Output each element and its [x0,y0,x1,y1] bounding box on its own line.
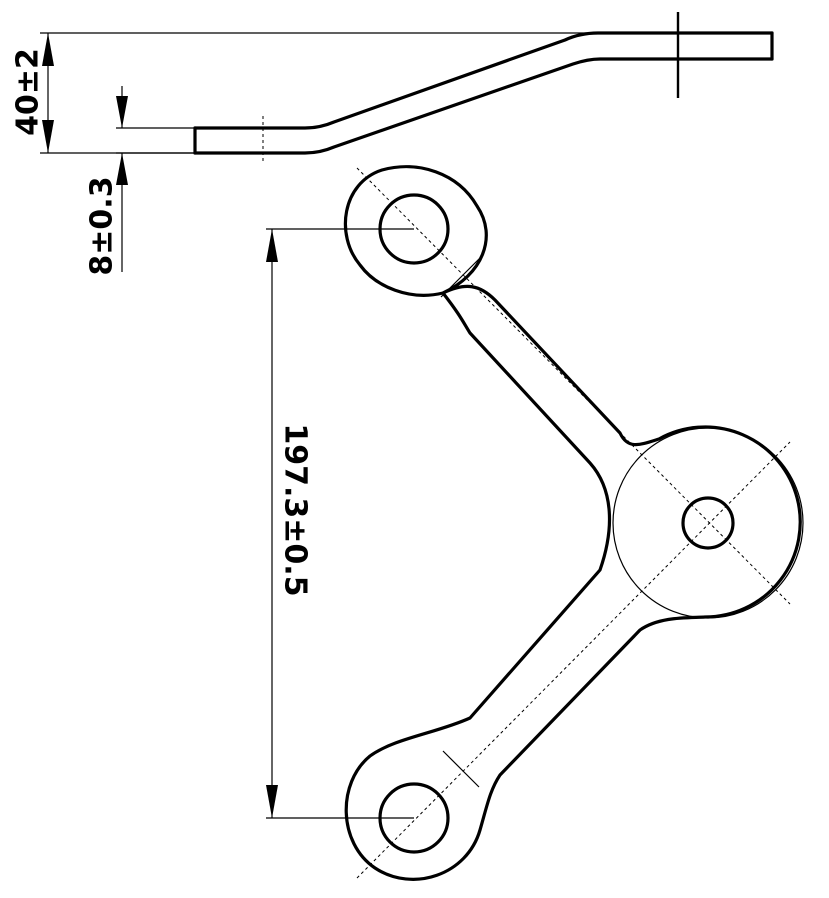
arrowhead-top [266,229,278,262]
side-view-plate-top-edge [193,31,774,130]
arrowhead-bottom [42,120,54,153]
centerline-lower-arm [356,441,791,879]
side-view [193,12,774,162]
plan-view-hole-center [681,496,735,550]
plan-view-outline [343,165,802,881]
centerline-upper-arm [356,167,791,605]
dimension-hole-spacing: 197.3±0.5 [266,228,414,819]
dimension-label-hole-spacing: 197.3±0.5 [278,423,313,596]
dimension-offset-height: 40±2 [11,32,598,154]
plan-view [343,165,804,881]
arm-section-tick-lower [442,750,480,788]
plan-view-boss-circle [612,427,804,619]
arrowhead-bottom [266,785,278,818]
arrowhead-top [116,96,128,128]
dimension-label-offset-height: 40±2 [11,48,46,136]
side-view-plate-bottom-edge [193,57,774,155]
arrowhead-top [42,33,54,66]
arrowhead-bottom [116,153,128,185]
arm-section-tick-upper [440,254,484,298]
dimension-plate-thickness: 8±0.3 [85,86,195,276]
dimension-label-plate-thickness: 8±0.3 [85,176,120,275]
